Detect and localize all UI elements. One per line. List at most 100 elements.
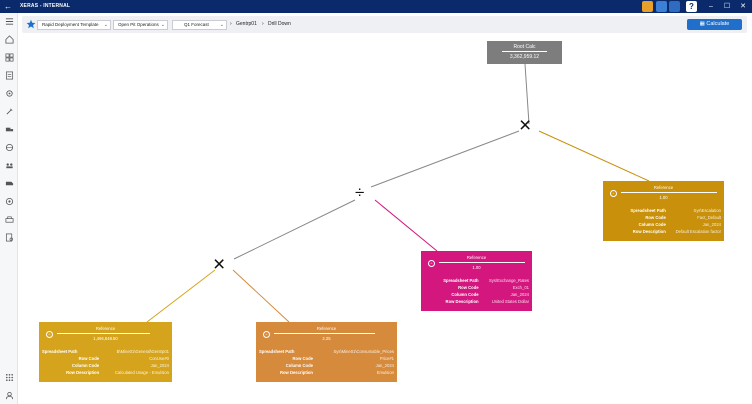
operation-dropdown[interactable]: Open Pit Operations⌄ [113, 20, 168, 30]
node-title: Reference [316, 326, 337, 331]
node-divider [621, 192, 717, 193]
node-label-sheet: Spreadsheet Path [443, 278, 479, 283]
connector-bottom-usage [146, 269, 216, 323]
node-value: 1,494,648.50 [93, 336, 118, 341]
node-row: Price#1 [379, 356, 394, 361]
node-label-col: Column Code [71, 363, 100, 368]
wifi-icon[interactable] [669, 1, 680, 12]
dashboard-icon[interactable] [5, 53, 14, 62]
node-label-sheet: Spreadsheet Path [42, 349, 78, 354]
node-label-row: Row Code [458, 285, 479, 290]
app-title: XERAS - INTERNAL [20, 3, 71, 9]
chevron-down-icon: ⌄ [219, 22, 224, 28]
reports-icon[interactable] [5, 71, 14, 80]
reference-node-usage[interactable]: ^ Reference 1,494,648.50 Spreadsheet Pat… [39, 322, 172, 382]
reference-node-exchange[interactable]: ^ Reference 1.00 Spreadsheet Path Sys\Exc… [421, 251, 532, 311]
root-calc-node[interactable]: Root Calc 3,362,959.12 [487, 41, 562, 64]
calculate-label: Calculate [706, 21, 730, 27]
truck-icon[interactable] [5, 125, 14, 134]
apps-grid-icon[interactable] [5, 373, 14, 382]
minimize-button[interactable]: – [709, 3, 713, 10]
node-divider [439, 262, 525, 263]
help-icon[interactable]: ? [686, 1, 697, 12]
collapse-icon[interactable]: ^ [428, 260, 435, 267]
favorite-star-icon[interactable] [26, 19, 36, 29]
calculator-icon: ▦ [699, 21, 707, 27]
template-dropdown[interactable]: Rapid Deployment Template⌄ [37, 20, 111, 30]
toolbar: Rapid Deployment Template⌄ Open Pit Oper… [22, 16, 747, 33]
root-calc-label: Root Calc [513, 44, 536, 50]
collapse-icon[interactable]: ^ [263, 331, 270, 338]
node-label-col: Column Code [285, 363, 313, 368]
collapse-icon[interactable]: ^ [610, 190, 617, 197]
chevron-down-icon: ⌄ [103, 22, 108, 28]
menu-icon[interactable] [5, 17, 14, 26]
drill-down-canvas: Root Calc 3,362,959.12 × ÷ × ^ Reference… [19, 34, 752, 404]
connector-middle-exchange [374, 199, 438, 252]
breadcrumb-item-gentrp01[interactable]: Gentrp01 [236, 21, 257, 27]
breadcrumb-separator-icon: › [230, 21, 232, 27]
haul-truck-icon[interactable] [5, 179, 14, 188]
connector-middle-bottom [233, 199, 356, 260]
breadcrumb-separator-icon: › [262, 21, 264, 27]
connector-lines [146, 63, 650, 323]
location-icon[interactable] [5, 197, 14, 206]
node-label-desc: Row Description [279, 370, 313, 375]
node-label-col: Column Code [451, 292, 479, 297]
settings-icon[interactable] [5, 89, 14, 98]
node-label-desc: Row Description [445, 299, 479, 304]
node-desc: Default Escalation factor [675, 229, 721, 234]
close-button[interactable]: ✕ [740, 3, 746, 10]
notifications-icon[interactable] [642, 1, 653, 12]
node-sheet: B\Mine01\General\Gentrp01 [116, 349, 169, 354]
breadcrumb-item-drill-down: Drill Down [268, 21, 291, 27]
node-value: 1.00 [472, 265, 481, 270]
node-desc: Emulsion [376, 370, 394, 375]
node-title: Reference [466, 255, 487, 260]
connector-bottom-price [232, 269, 290, 323]
node-desc: United States Dollar [491, 299, 529, 304]
node-divider [57, 333, 150, 334]
node-col: Jan_2024 [375, 363, 394, 368]
audit-icon[interactable] [5, 233, 14, 242]
maximize-button[interactable]: ☐ [723, 3, 731, 10]
grid-apps-icon[interactable] [656, 1, 667, 12]
node-desc: Calculated Usage - Emulsion [115, 370, 169, 375]
connector-top-escalation [538, 130, 650, 182]
node-label-sheet: Spreadsheet Path [630, 208, 666, 213]
node-row: Fact_Default [697, 215, 721, 220]
node-label-desc: Row Description [66, 370, 100, 375]
node-sheet: Sys\Exchange_Rates [488, 278, 529, 283]
node-row: ConUse#0 [149, 356, 169, 361]
node-title: Reference [95, 326, 116, 331]
back-arrow-icon[interactable]: ← [4, 2, 12, 11]
connector-top-middle [370, 130, 520, 188]
forecast-dropdown-value: Q1 Forecast [184, 22, 209, 27]
tools-icon[interactable] [5, 107, 14, 116]
node-col: Jan_2024 [150, 363, 169, 368]
node-value: 1.00 [659, 195, 668, 200]
node-label-row: Row Code [645, 215, 666, 220]
title-bar: ← XERAS - INTERNAL ? – ☐ ✕ [0, 0, 752, 13]
node-sheet: Sys\Mine01\Consumable_Prices [333, 349, 394, 354]
equipment-icon[interactable] [5, 215, 14, 224]
node-label-col: Column Code [638, 222, 666, 227]
connector-root-top [524, 63, 530, 125]
operator-divide: ÷ [355, 183, 365, 202]
forecast-dropdown[interactable]: Q1 Forecast ⌄ [172, 20, 227, 30]
node-label-sheet: Spreadsheet Path [259, 349, 295, 354]
people-icon[interactable] [5, 161, 14, 170]
globe-icon[interactable] [5, 143, 14, 152]
reference-node-price[interactable]: ^ Reference 2.25 Spreadsheet Path Sys\Min… [256, 322, 397, 382]
home-icon[interactable] [5, 35, 14, 44]
root-divider [502, 51, 547, 52]
node-row: Exch_01 [512, 285, 529, 290]
user-icon[interactable] [5, 391, 14, 400]
node-label-desc: Row Description [632, 229, 666, 234]
collapse-icon[interactable]: ^ [46, 331, 53, 338]
root-calc-value: 3,362,959.12 [509, 54, 540, 60]
operator-multiply-bottom: × [213, 253, 226, 276]
node-value: 2.25 [322, 336, 331, 341]
calculate-button[interactable]: ▦ Calculate [687, 19, 742, 30]
